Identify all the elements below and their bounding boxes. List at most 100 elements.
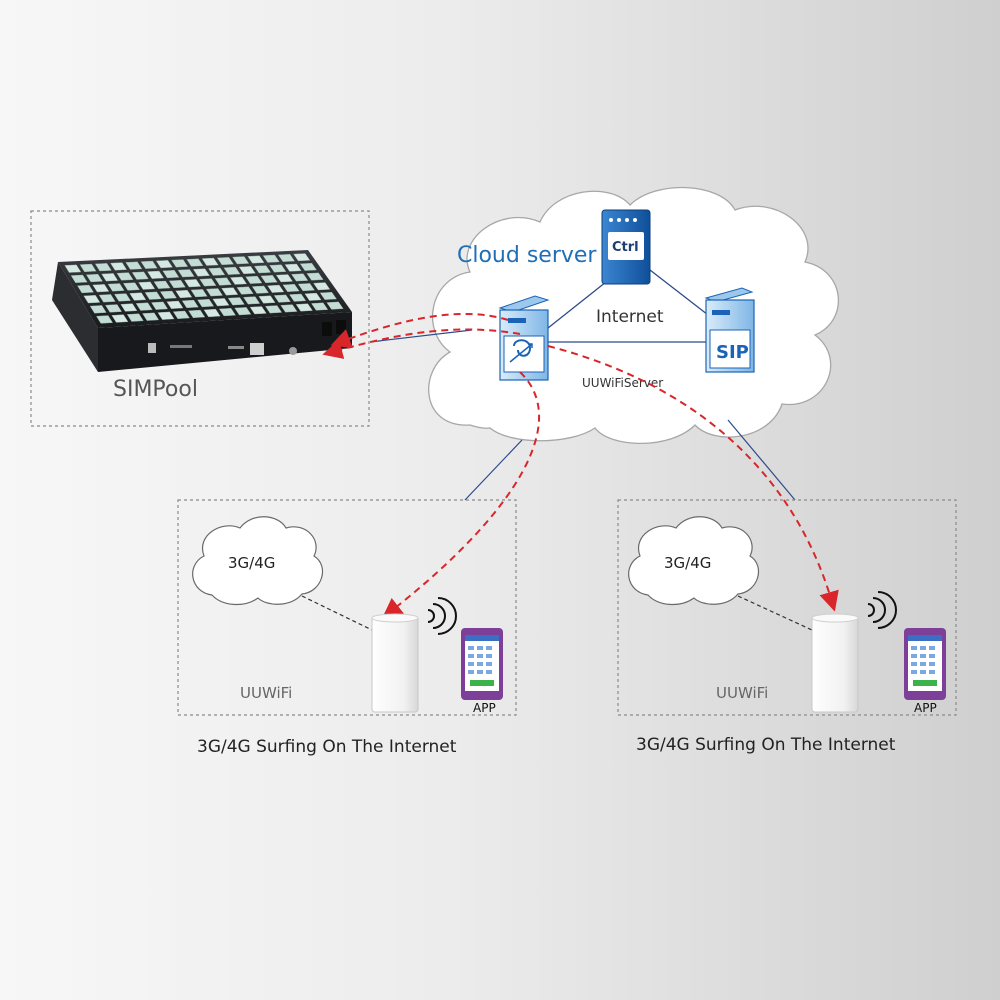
sim-slot xyxy=(89,305,107,314)
sim-slot xyxy=(70,274,88,283)
sim-slot xyxy=(166,300,184,309)
sim-slot xyxy=(190,289,208,298)
sim-slot xyxy=(232,256,250,265)
sim-slot xyxy=(120,303,138,312)
site-2-caption: 3G/4G Surfing On The Internet xyxy=(636,735,896,755)
site-2-wifi-icon xyxy=(867,591,897,629)
sim-slot xyxy=(293,253,311,262)
sim-slot xyxy=(199,278,217,287)
ctrl-label: Ctrl xyxy=(612,240,639,255)
sim-slot xyxy=(203,308,221,318)
site-1-uuwifi-label: UUWiFi xyxy=(240,684,292,702)
sim-slot xyxy=(311,302,329,311)
sim-slot xyxy=(138,281,156,290)
sim-slot xyxy=(277,254,295,262)
site-1: 3G/4G APP UUWiFi xyxy=(177,499,517,716)
site-1-app-phone xyxy=(461,628,503,700)
sim-slot xyxy=(162,270,180,279)
sim-slot xyxy=(212,298,230,307)
sim-slot xyxy=(216,257,234,265)
site-2-uuwifi-label: UUWiFi xyxy=(716,684,768,702)
sim-slot xyxy=(151,301,168,310)
site-2-dashed-box xyxy=(617,499,957,716)
sim-slot xyxy=(319,292,337,300)
site-1-uuwifi-router xyxy=(371,613,419,713)
power-port-icon xyxy=(289,347,297,355)
sim-slot xyxy=(105,304,122,313)
sim-slot xyxy=(79,263,97,272)
sim-slot xyxy=(313,282,331,291)
flow-arrow-to-uuwifi-1 xyxy=(382,371,541,619)
sim-slot xyxy=(155,260,173,269)
site-2-cloud-link xyxy=(737,595,813,631)
sim-slot xyxy=(238,266,256,275)
server-link-ctrl-left xyxy=(547,281,607,329)
sim-slot xyxy=(172,310,190,319)
sim-slot xyxy=(245,275,263,284)
sim-slot xyxy=(243,296,261,305)
sim-slot-grid xyxy=(64,253,344,324)
sim-slot xyxy=(96,315,113,324)
sim-slot xyxy=(111,314,129,323)
line-server-to-simpool xyxy=(369,329,473,343)
sim-slot xyxy=(86,274,103,283)
uuwifi-server-label: UUWiFiServer xyxy=(582,376,663,390)
ethernet-port-icon xyxy=(250,343,264,355)
sim-slot xyxy=(269,264,287,273)
sim-slot xyxy=(181,299,199,308)
sim-slot xyxy=(184,279,202,288)
cloud-server-title: Cloud server xyxy=(457,243,597,268)
sim-slot xyxy=(144,291,162,300)
uuwifi-server-icon xyxy=(498,295,550,381)
site-2-cloud-label: 3G/4G xyxy=(664,554,711,572)
ctrl-server-icon: Ctrl xyxy=(601,209,651,285)
sim-slot xyxy=(218,308,236,317)
sim-slot xyxy=(197,299,215,308)
site-1-cloud-label: 3G/4G xyxy=(228,554,275,572)
sim-slot xyxy=(92,284,110,293)
sim-slot xyxy=(125,261,143,270)
sim-slot xyxy=(83,295,101,304)
site-1-app-label: APP xyxy=(473,701,496,715)
sim-slot xyxy=(122,282,140,291)
sim-slot xyxy=(214,277,232,286)
sim-slot xyxy=(177,269,195,278)
site-2-app-label: APP xyxy=(914,701,937,715)
sim-slot xyxy=(160,290,177,299)
sim-slot xyxy=(260,275,278,284)
sim-slot xyxy=(251,285,269,294)
sim-slot xyxy=(234,307,252,316)
sim-slot xyxy=(267,284,285,293)
sim-slot xyxy=(258,295,276,304)
sim-slot xyxy=(168,280,186,289)
site-1-caption: 3G/4G Surfing On The Internet xyxy=(197,737,457,757)
site-1-cloud-link xyxy=(301,595,373,631)
sim-slot xyxy=(171,259,189,268)
simpool-label: SIMPool xyxy=(113,377,198,402)
site-2-3g4g-cloud xyxy=(628,516,760,605)
internet-label: Internet xyxy=(596,307,664,327)
sim-slot xyxy=(131,271,149,280)
sim-slot xyxy=(175,289,193,299)
simpool-logo xyxy=(148,343,156,353)
sim-slot xyxy=(221,287,239,296)
sim-slot xyxy=(208,267,226,276)
flow-arrow-to-simpool-lower xyxy=(322,328,521,359)
sim-slot xyxy=(77,284,94,294)
flow-arrow-to-simpool-upper xyxy=(330,312,509,348)
sim-slot xyxy=(291,273,309,282)
sim-slot xyxy=(135,302,153,311)
sim-slot xyxy=(295,303,313,312)
sim-slot xyxy=(126,313,144,322)
sim-slot xyxy=(306,272,324,281)
sim-slot xyxy=(64,264,82,273)
sim-slot xyxy=(230,276,247,285)
sim-slot xyxy=(98,294,116,303)
simpool-device xyxy=(52,250,352,372)
sim-slot xyxy=(262,254,280,263)
sim-slot xyxy=(247,255,265,264)
sim-slot xyxy=(140,260,158,269)
site-1-wifi-icon xyxy=(427,597,457,635)
flow-arrow-to-uuwifi-2 xyxy=(547,345,839,612)
